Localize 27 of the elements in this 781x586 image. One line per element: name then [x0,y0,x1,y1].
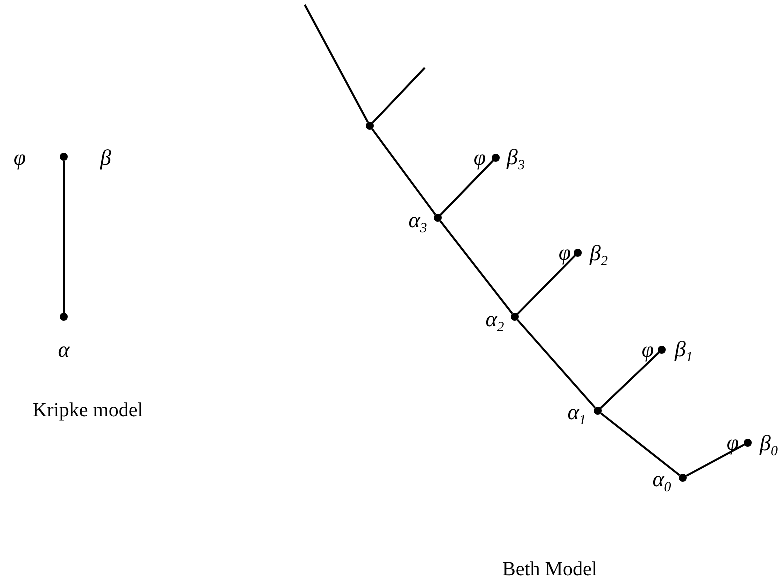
connector-line [63,161,65,313]
math-symbol: α$_{3}$ [408,210,428,236]
math-symbol: β$_{1}$ [675,338,693,366]
math-symbol: φ [642,339,654,361]
math-symbol: β [100,147,112,169]
connector-line [516,319,596,409]
math-symbol: β$_{2}$ [590,242,608,270]
connector-line [440,160,494,216]
connector-line [517,255,576,315]
caption-text: Kripke model [32,400,144,422]
math-symbol: φ [558,242,572,264]
connector-line [686,444,745,477]
math-symbol: α$_{0}$ [652,468,672,496]
math-symbol: β$_{3}$ [507,146,525,174]
connector-line [372,128,436,216]
connector-line [372,67,426,124]
math-symbol: φ [474,147,486,169]
math-symbol: α [58,339,70,361]
math-symbol: β$_{0}$ [760,432,778,460]
math-symbol: α$_{1}$ [568,402,586,428]
math-symbol: α$_{2}$ [486,308,504,336]
math-symbol: φ [14,147,26,169]
connector-line [440,220,514,314]
connector-line [304,4,369,123]
caption-text: Beth Model [502,558,598,582]
connector-line [600,352,660,409]
connector-line [600,412,680,476]
